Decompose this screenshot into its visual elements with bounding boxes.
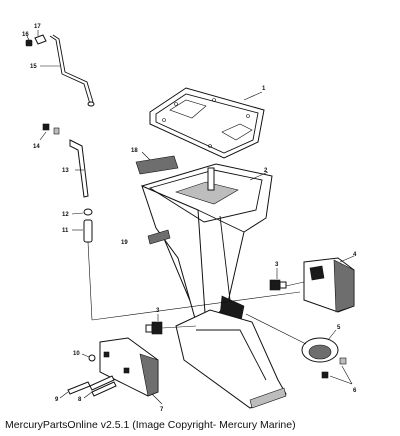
callout-12: 12 [62,212,69,218]
part-2-driveshaft-housing [141,163,273,329]
part-16-17-fasteners [25,30,47,47]
callout-3-lower: 3 [156,308,160,314]
part-4-bracket [303,255,355,313]
callout-18: 18 [131,148,138,154]
callout-6: 6 [353,388,357,394]
callout-10: 10 [73,351,80,357]
callout-13: 13 [62,168,69,174]
callout-4: 4 [353,252,357,258]
exploded-parts-diagram: 1 2 3 3 4 5 6 7 8 9 10 11 12 13 14 15 16… [22,24,357,413]
callout-7: 7 [160,407,164,413]
image-caption: MercuryPartsOnline v2.5.1 (Image Copyrig… [5,419,296,431]
callout-1: 1 [262,86,266,92]
callout-labels: 1 2 3 3 4 5 6 7 8 9 10 11 12 13 14 15 16… [22,24,357,413]
part-15-shift-rod [40,34,95,107]
callout-14: 14 [33,144,40,150]
callout-15: 15 [30,64,37,70]
callout-17: 17 [34,24,41,30]
part-11-bushing [72,219,93,243]
part-12-washer [71,208,93,216]
callout-2: 2 [264,168,268,174]
assembly-guide-lines [87,241,307,345]
part-5-cover [301,329,339,363]
callout-19: 19 [121,240,128,246]
part-3-fitting-lower [145,314,163,335]
callout-3-upper: 3 [275,262,279,268]
part-10-washer [81,353,96,362]
part-7-bracket [99,337,163,405]
gearcase-lower-unit [175,309,287,409]
part-13-shift-shaft [69,139,89,198]
callout-16: 16 [22,32,29,38]
part-1-gasket-plate [149,87,265,159]
part-14-screws [39,123,60,141]
callout-11: 11 [62,228,69,234]
part-18-decal [135,151,179,175]
callout-8: 8 [78,397,82,403]
part-8-bolts [83,375,117,399]
part-9-bolt [59,381,91,399]
part-6-screws [321,357,353,385]
callout-5: 5 [337,325,341,331]
callout-9: 9 [55,397,59,403]
part-3-fitting-upper [269,268,287,291]
